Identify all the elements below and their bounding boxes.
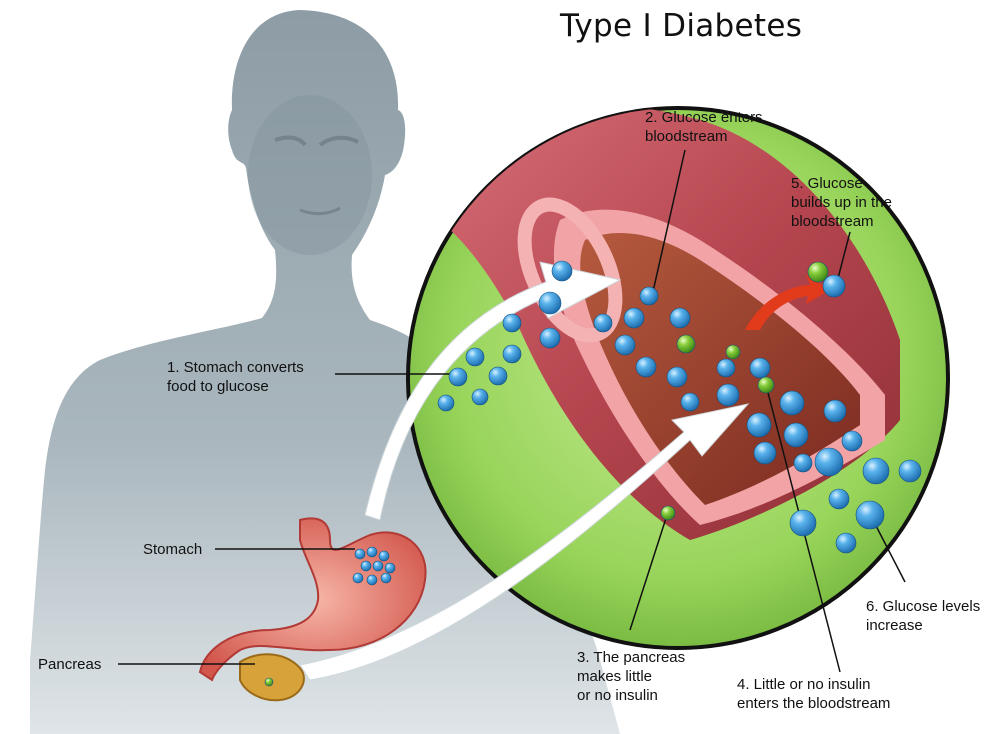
glucose-molecule — [783, 422, 809, 448]
glucose-molecule — [352, 572, 364, 584]
arrow-pancreas-to-bloodstream — [299, 403, 750, 681]
glucose-molecule — [366, 574, 378, 586]
glucose-molecule — [465, 347, 485, 367]
glucose-molecule — [822, 274, 846, 298]
glucose-molecule — [502, 344, 522, 364]
glucose-molecule — [749, 357, 771, 379]
glucose-molecule — [814, 447, 844, 477]
glucose-molecule — [539, 327, 561, 349]
glucose-molecule — [716, 383, 740, 407]
page-title: Type I Diabetes — [560, 8, 803, 44]
pancreas — [239, 653, 305, 702]
glucose-molecule — [551, 260, 573, 282]
glucose-molecule — [380, 572, 392, 584]
insulin-molecule — [757, 376, 775, 394]
red-arrow — [745, 275, 830, 330]
leader-lines — [118, 149, 906, 673]
leader-step2 — [651, 149, 686, 297]
glucose-molecule — [855, 500, 885, 530]
label-step5: 5. Glucose builds up in the bloodstream — [791, 175, 892, 230]
glucose-molecule — [746, 412, 772, 438]
glucose-molecule — [378, 550, 390, 562]
leader-step6 — [872, 519, 906, 583]
glucose-molecule — [862, 457, 890, 485]
glucose-molecule — [437, 394, 455, 412]
insulin-molecule — [725, 344, 741, 360]
glucose-molecule — [360, 560, 372, 572]
glucose-molecule — [593, 313, 613, 333]
stomach — [198, 517, 427, 682]
glucose-molecule — [789, 509, 817, 537]
insulin-molecule — [807, 261, 829, 283]
label-step2: 2. Glucose enters bloodstream — [645, 109, 763, 145]
glucose-molecule — [354, 548, 366, 560]
glucose-molecule — [828, 488, 850, 510]
glucose-molecule — [471, 388, 489, 406]
label-pancreas: Pancreas — [38, 656, 102, 673]
glucose-molecule — [372, 560, 384, 572]
glucose-molecule — [366, 546, 378, 558]
glucose-molecule — [898, 459, 922, 483]
glucose-molecule — [623, 307, 645, 329]
molecules — [264, 260, 922, 687]
glucose-molecule — [639, 286, 659, 306]
glucose-molecule — [488, 366, 508, 386]
label-step1: 1. Stomach converts food to glucose — [167, 359, 304, 395]
glucose-molecule — [666, 366, 688, 388]
label-step6: 6. Glucose levels increase — [866, 598, 981, 634]
arrows — [299, 261, 830, 681]
glucose-molecule — [716, 358, 736, 378]
label-step4: 4. Little or no insulin enters the blood… — [737, 676, 891, 712]
glucose-molecule — [384, 562, 396, 574]
insulin-molecule — [660, 505, 676, 521]
insulin-molecule — [676, 334, 696, 354]
glucose-molecule — [793, 453, 813, 473]
arrow-stomach-to-bloodstream — [364, 261, 622, 521]
glucose-molecule — [841, 430, 863, 452]
label-step3: 3. The pancreas makes little or no insul… — [577, 649, 686, 704]
glucose-molecule — [779, 390, 805, 416]
leader-step3 — [629, 511, 669, 631]
glucose-molecule — [502, 313, 522, 333]
glucose-molecule — [448, 367, 468, 387]
glucose-molecule — [614, 334, 636, 356]
glucose-molecule — [635, 356, 657, 378]
glucose-molecule — [669, 307, 691, 329]
glucose-molecule — [835, 532, 857, 554]
glucose-molecule — [753, 441, 777, 465]
label-stomach: Stomach — [143, 541, 203, 558]
glucose-molecule — [538, 291, 562, 315]
glucose-molecule — [823, 399, 847, 423]
glucose-molecule — [680, 392, 700, 412]
insulin-molecule — [264, 677, 274, 687]
